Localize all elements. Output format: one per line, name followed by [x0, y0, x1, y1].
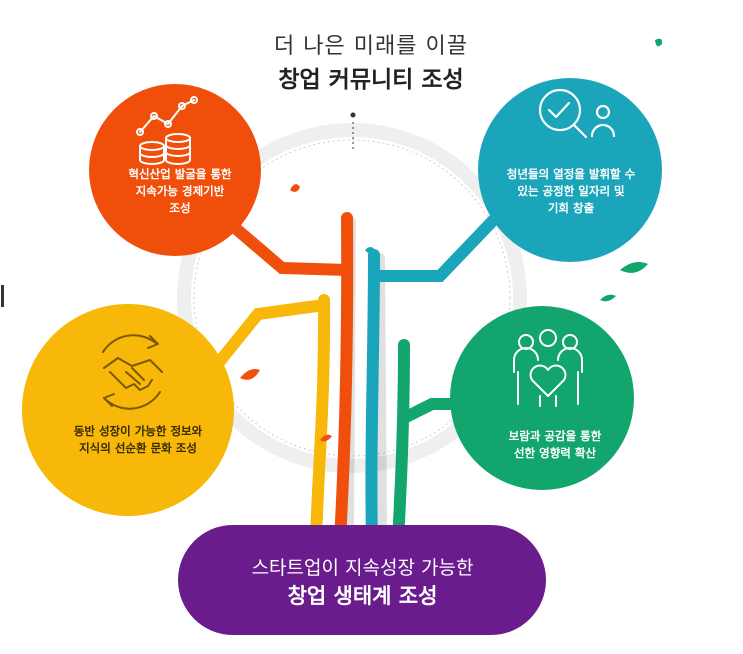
base-pill — [178, 525, 546, 635]
handshake-cycle-icon — [102, 334, 163, 410]
leaf-icon — [620, 262, 648, 273]
influence-caption: 보람과 공감을 통한 선한 영향력 확산 — [508, 429, 602, 460]
leaf-icon — [655, 38, 663, 47]
background-ring — [177, 123, 527, 473]
leaves — [240, 38, 663, 442]
people-heart-icon — [513, 329, 583, 407]
knowledge-circle — [22, 304, 234, 516]
coins-growth-chart-icon — [136, 96, 198, 165]
knowledge-caption: 동반 성장이 가능한 정보와 지식의 선순환 문화 조성 — [73, 424, 203, 455]
jobs-caption: 청년들의 열정을 발휘할 수 있는 공정한 일자리 및 기회 창출 — [506, 167, 636, 215]
orange-branch — [214, 209, 354, 546]
leaf-icon — [600, 294, 616, 302]
header-title: 창업 커뮤니티 조성 — [278, 67, 464, 93]
leaf-icon — [290, 184, 300, 192]
base-subtitle: 스타트업이 지속성장 가능한 — [251, 557, 474, 579]
leaf-icon — [320, 434, 332, 442]
magnifier-check-person-icon — [538, 88, 616, 139]
dotted-ring — [193, 139, 511, 457]
edge-mark — [1, 285, 4, 307]
teal-branch — [365, 202, 511, 546]
economy-caption: 혁신산업 발굴을 통한 지속가능 경제기반 조성 — [128, 167, 232, 215]
influence-circle — [450, 306, 634, 490]
header-subtitle: 더 나은 미래를 이끌 — [274, 34, 468, 59]
leaf-icon — [365, 247, 375, 253]
connector-dot — [350, 112, 356, 118]
jobs-circle — [478, 78, 662, 262]
base-title: 창업 생태계 조성 — [287, 584, 438, 608]
yellow-branch — [202, 294, 331, 546]
leaf-icon — [240, 369, 260, 380]
economy-circle — [89, 84, 261, 256]
